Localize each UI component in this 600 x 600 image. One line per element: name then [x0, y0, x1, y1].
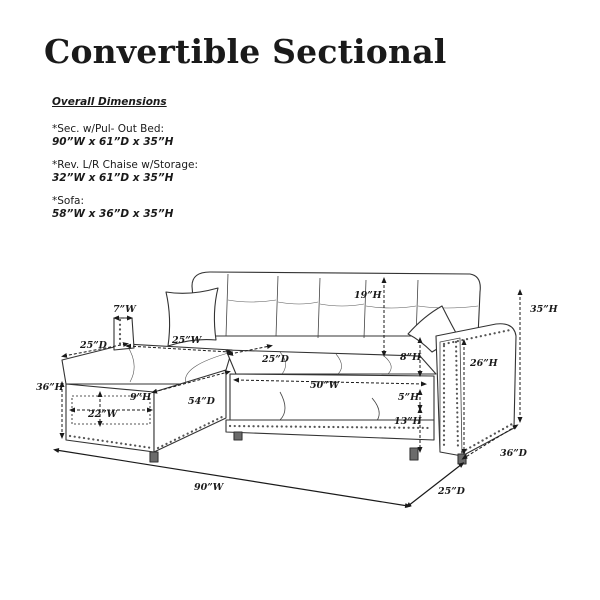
leg — [233, 431, 243, 441]
leg — [409, 447, 419, 461]
dim-bottom-depth: 25”D — [437, 486, 466, 497]
leg — [457, 453, 467, 465]
dim-back-height: 19”H — [354, 290, 383, 301]
dim-total-width: 90”W — [194, 482, 225, 493]
spec-sectional: *Sec. w/Pul- Out Bed: 90”W x 61”D x 35”H — [52, 123, 312, 149]
dim-gap-height: 5”H — [398, 392, 420, 403]
sofa-outline — [61, 271, 517, 465]
spec-name: *Rev. L/R Chaise w/Storage: — [52, 159, 198, 171]
dim-side-depth: 36”D — [500, 448, 528, 459]
spec-sofa: *Sofa: 58”W x 36”D x 35”H — [52, 195, 312, 221]
dim-side-arm-height: 26”H — [469, 358, 499, 369]
dim-chaise-length: 54”D — [188, 396, 216, 407]
dim-arm-width: 7”W — [113, 304, 137, 315]
dim-leg-to-bed-height: 13”H — [394, 416, 423, 427]
leg — [149, 451, 159, 463]
dimension-lines — [59, 277, 523, 460]
dimension-labels: 7”W 25”D 25”W 25”D 36”H 9”H 22”W 54”D 19… — [36, 290, 559, 497]
spec-name: *Sec. w/Pul- Out Bed: — [52, 123, 165, 135]
dim-seat-depth: 25”D — [261, 354, 290, 365]
chaise-arm — [113, 317, 135, 351]
spec-name: *Sofa: — [52, 195, 85, 207]
overall-dimensions-section: Overall Dimensions *Sec. w/Pul- Out Bed:… — [52, 96, 312, 231]
page-title: Convertible Sectional — [44, 32, 447, 71]
throw-pillow-left — [165, 287, 219, 347]
spec-dims: 58”W x 36”D x 35”H — [52, 208, 174, 220]
overall-dimension-lines — [53, 448, 465, 508]
overall-dimensions-heading: Overall Dimensions — [52, 96, 167, 108]
spec-chaise: *Rev. L/R Chaise w/Storage: 32”W x 61”D … — [52, 159, 312, 185]
spec-dims: 32”W x 61”D x 35”H — [52, 172, 174, 184]
dim-chaise-cushion-width: 25”W — [171, 335, 203, 346]
sofa-base — [225, 419, 435, 441]
dim-storage-inner-height: 9”H — [130, 392, 152, 403]
dim-arm-height: 8”H — [400, 352, 422, 363]
dim-storage-inner-width: 22”W — [87, 409, 119, 420]
dim-chaise-depth: 25”D — [79, 340, 108, 351]
back-cushions — [191, 271, 481, 337]
dim-total-height: 35”H — [530, 304, 559, 315]
dim-pullout-width: 50”W — [310, 380, 341, 391]
spec-dims: 90”W x 61”D x 35”H — [52, 136, 174, 148]
dim-chaise-height: 36”H — [36, 382, 65, 393]
